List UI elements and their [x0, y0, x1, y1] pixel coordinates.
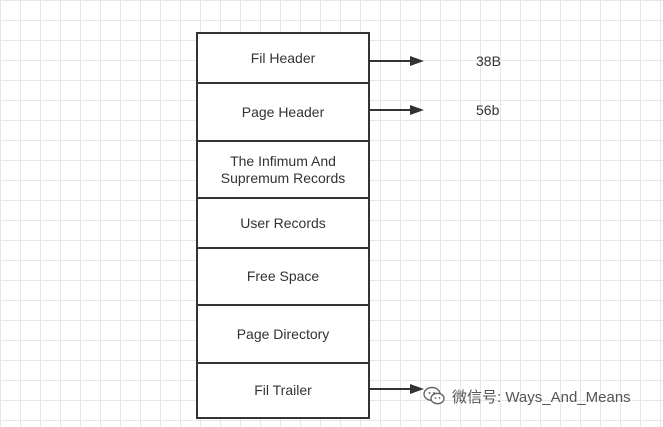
watermark-text: 微信号: Ways_And_Means: [452, 388, 631, 406]
page-header-size-label: 56b: [476, 102, 500, 118]
block-page-header: Page Header: [198, 84, 368, 142]
block-infimum-supremum: The Infimum And Supremum Records: [198, 142, 368, 199]
block-fil-trailer: Fil Trailer: [198, 364, 368, 417]
block-fil-header: Fil Header: [198, 34, 368, 84]
block-label: Page Directory: [236, 325, 330, 342]
block-page-directory: Page Directory: [198, 306, 368, 364]
block-label: The Infimum And Supremum Records: [220, 152, 346, 186]
block-label: Page Header: [241, 103, 325, 120]
arrow-page-header: [370, 105, 424, 115]
page-structure-stack: Fil Header Page Header The Infimum And S…: [196, 32, 370, 419]
block-label: User Records: [240, 214, 326, 231]
watermark: 微信号: Ways_And_Means: [422, 384, 631, 408]
block-label: Free Space: [246, 268, 320, 284]
fil-header-size-label: 38B: [476, 53, 501, 69]
block-label: Fil Header: [250, 49, 316, 66]
block-label: Fil Trailer: [254, 382, 312, 398]
wechat-icon: [423, 386, 445, 405]
arrow-fil-trailer: [370, 384, 424, 394]
arrow-fil-header: [370, 56, 424, 66]
block-user-records: User Records: [198, 199, 368, 249]
block-free-space: Free Space: [198, 249, 368, 306]
